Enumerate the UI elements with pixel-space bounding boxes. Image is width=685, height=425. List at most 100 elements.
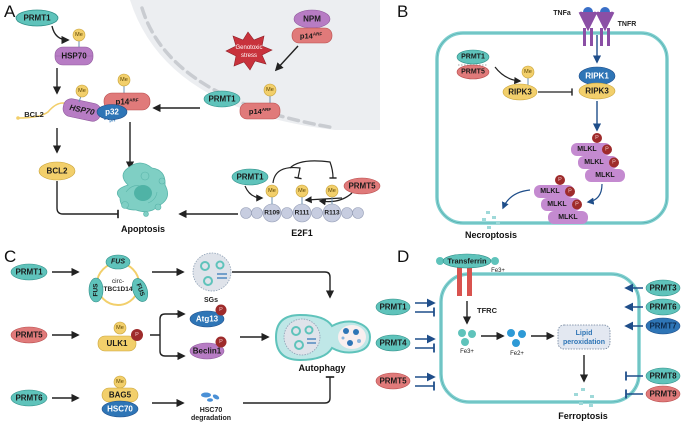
methyl-group-icon [117, 73, 131, 87]
tnfr-label: TNFR [618, 21, 637, 28]
ripk3-protein [502, 83, 538, 101]
genotoxic-stress-icon [225, 31, 273, 71]
panel-d: D Transferrin Fe3+ TFRC Fe3+ Fe2+ Lipid … [375, 247, 681, 421]
panel-label-b: B [397, 2, 408, 21]
mlkl-oligomer: P MLKL P MLKL P MLKL [571, 133, 625, 182]
panel-label-c: C [4, 247, 16, 266]
beclin1-protein [189, 342, 225, 360]
p-label: P [219, 307, 223, 313]
apoptotic-cell-icon [116, 162, 168, 217]
prmt5-protein [375, 372, 411, 390]
panel-label-d: D [397, 247, 409, 266]
arrow [502, 189, 531, 210]
me-label: Me [78, 88, 86, 94]
svg-text:PRMT7: PRMT7 [649, 322, 677, 331]
methyl-group-icon [72, 28, 86, 42]
fus-label: FUS [93, 283, 100, 297]
methyl-group-icon [75, 84, 89, 98]
fe2-ion-icon [507, 329, 515, 337]
arrow [274, 45, 299, 72]
atg13-protein [189, 310, 225, 328]
right-prmt-regulators: PRMT3 PRMT6 PRMT7 PRMT8 PRMT9 [624, 279, 681, 403]
e2f1-chain [240, 203, 364, 223]
fus-label: FUS [111, 259, 125, 266]
fe2-ion-icon [518, 330, 526, 338]
svg-text:PRMT1: PRMT1 [379, 303, 407, 312]
lipid-label: peroxidation [563, 339, 605, 346]
bag5-label: BAG5 [109, 391, 132, 400]
arrow [304, 196, 343, 204]
panel-c: C PRMT1 circ- TBC1D14 FUS FUS FUS SGs PR… [4, 247, 372, 422]
residue-label: R113 [324, 210, 340, 217]
p14arf-protein [291, 27, 333, 44]
svg-text:PRMT8: PRMT8 [649, 372, 677, 381]
p32-label: p32 [105, 108, 119, 117]
bcl2-label: BCL2 [47, 167, 68, 176]
fus-protein [131, 278, 149, 302]
residue-label: R109 [264, 210, 280, 217]
hsp70-label: HSP70 [61, 52, 87, 61]
hsc70-protein [101, 400, 139, 418]
stress-label: stress [241, 53, 257, 59]
ferroptosis-label: Ferroptosis [558, 411, 608, 421]
sgs-label: SGs [204, 297, 218, 304]
autophagosome-icon [274, 313, 372, 362]
membrane-rupture-icon [574, 388, 594, 407]
lipid-peroxidation-box [557, 324, 611, 350]
bcl2-strand [17, 102, 69, 119]
svg-text:PRMT5: PRMT5 [379, 377, 407, 386]
fe3-ion-icon [458, 329, 466, 337]
me-label: Me [266, 87, 274, 93]
transferrin-label: Transferrin [447, 257, 487, 266]
prmt1-protein [375, 298, 411, 316]
prmt1-label: PRMT1 [208, 95, 236, 104]
svg-text:PRMT6: PRMT6 [649, 303, 677, 312]
hsc70-fragments-icon [201, 392, 220, 402]
prmt1-label: PRMT1 [236, 173, 264, 182]
strand-end [16, 116, 20, 120]
svg-text:MLKL: MLKL [577, 146, 597, 153]
prmt5-label: PRMT5 [461, 69, 485, 76]
p14arf-label: p14ARF [115, 98, 138, 107]
ripk3-protein [578, 82, 616, 100]
ripk1-label: RIPK1 [585, 72, 609, 81]
fus-protein [105, 254, 131, 270]
me-label: Me [298, 188, 306, 194]
apoptosis-label: Apoptosis [121, 224, 165, 234]
svg-text:P: P [558, 177, 562, 183]
atg13-label: Atg13 [196, 315, 219, 324]
svg-text:MLKL: MLKL [540, 188, 560, 195]
arrow [244, 185, 264, 202]
me-label: Me [116, 379, 124, 385]
tfrc-receptor [457, 264, 462, 296]
beclin1-label: Beclin1 [193, 347, 222, 356]
inhibition-arc [289, 160, 337, 179]
ulk1-label: ULK1 [107, 339, 128, 348]
cell-membrane-outline [440, 273, 640, 403]
left-prmt-regulators: PRMT1 PRMT4 PRMT5 [375, 298, 436, 391]
methyl-group-icon [265, 184, 279, 198]
nuclear-envelope [140, 6, 337, 130]
svg-text:MLKL: MLKL [595, 172, 615, 179]
p-label: P [135, 332, 139, 338]
phospho-icon [215, 336, 227, 348]
panel-label-a: A [4, 2, 16, 21]
prmt7-protein [645, 317, 681, 335]
p14arf-protein [239, 102, 281, 120]
tfrc-label: TFRC [477, 306, 498, 315]
mlkl-oligomer: P MLKL P MLKL P MLKL [534, 175, 588, 224]
branch-line [150, 313, 180, 357]
tfrc-receptor [467, 264, 472, 296]
fe-ion-icon [491, 257, 499, 265]
methyl-group-icon [325, 184, 339, 198]
autophagy-label: Autophagy [299, 363, 346, 373]
prmt8-protein [645, 367, 681, 385]
prmt1-protein [10, 263, 48, 281]
me-label: Me [116, 325, 124, 331]
svg-text:P: P [605, 147, 609, 153]
prmt1-protein [456, 49, 490, 65]
fe2-ion-icon [512, 339, 520, 347]
ripk3-label: RIPK3 [585, 87, 609, 96]
fus-protein [88, 277, 104, 303]
methyl-group-icon [295, 184, 309, 198]
